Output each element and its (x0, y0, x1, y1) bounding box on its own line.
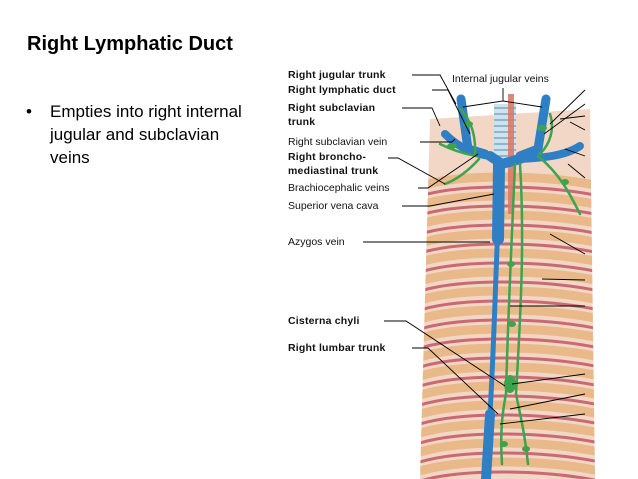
lymphatics (438, 107, 582, 466)
rib (420, 286, 595, 305)
intercostal-vessel (420, 375, 595, 388)
intercostal-vessel (420, 356, 595, 369)
label-brachiocephalic-veins: Brachiocephalic veins (288, 182, 390, 194)
intercostal-vessel (420, 318, 595, 331)
bullet-list: • Empties into right internal jugular an… (26, 100, 256, 169)
label-right-subclavian-vein: Right subclavian vein (288, 136, 388, 148)
rib (420, 381, 595, 400)
rib (420, 324, 595, 343)
label-azygos-vein: Azygos vein (288, 236, 345, 248)
lymphatic-anatomy-figure: Right jugular trunk Right lymphatic duct… (280, 64, 638, 479)
label-right-subclavian-trunk-line2: trunk (288, 116, 316, 128)
leader-lines (363, 74, 586, 425)
rib (420, 248, 595, 267)
veins (441, 94, 584, 479)
label-right-lumbar-trunk: Right lumbar trunk (288, 342, 386, 354)
rib (420, 305, 595, 324)
left-subclavian-vein (516, 142, 584, 163)
cisterna-chyli-shape (504, 375, 516, 393)
label-right-bronchomediastinal-trunk-line1: Right broncho- (288, 151, 367, 163)
lymph-nodes (447, 121, 569, 452)
label-right-bronchomediastinal-trunk-line2: mediastinal trunk (288, 165, 379, 177)
anatomy-illustration (363, 74, 595, 479)
intercostal-vessel (420, 470, 595, 479)
bullet-item: • Empties into right internal jugular an… (26, 100, 256, 169)
rib (420, 343, 595, 362)
carotid-artery (508, 94, 514, 214)
inferior-vena-cava (481, 409, 495, 479)
intercostal-vessel (420, 261, 595, 274)
label-right-jugular-trunk: Right jugular trunk (288, 69, 386, 81)
intercostal-vessel (420, 337, 595, 350)
intercostal-vessel (420, 242, 595, 255)
label-right-lymphatic-duct: Right lymphatic duct (288, 84, 396, 96)
rib (420, 267, 595, 286)
rib (420, 400, 595, 419)
azygos-vein (487, 221, 501, 417)
rib (420, 362, 595, 381)
left-internal-jugular-vein (515, 94, 551, 161)
label-cisterna-chyli: Cisterna chyli (288, 315, 360, 327)
slide-title: Right Lymphatic Duct (27, 33, 233, 55)
intercostal-vessel (420, 280, 595, 293)
bullet-marker: • (26, 102, 32, 121)
intercostal-vessel (420, 394, 595, 407)
label-superior-vena-cava: Superior vena cava (288, 200, 379, 212)
label-right-subclavian-trunk-line1: Right subclavian (288, 102, 376, 114)
label-internal-jugular-veins: Internal jugular veins (452, 73, 549, 85)
bullet-text: Empties into right internal jugular and … (50, 102, 242, 167)
